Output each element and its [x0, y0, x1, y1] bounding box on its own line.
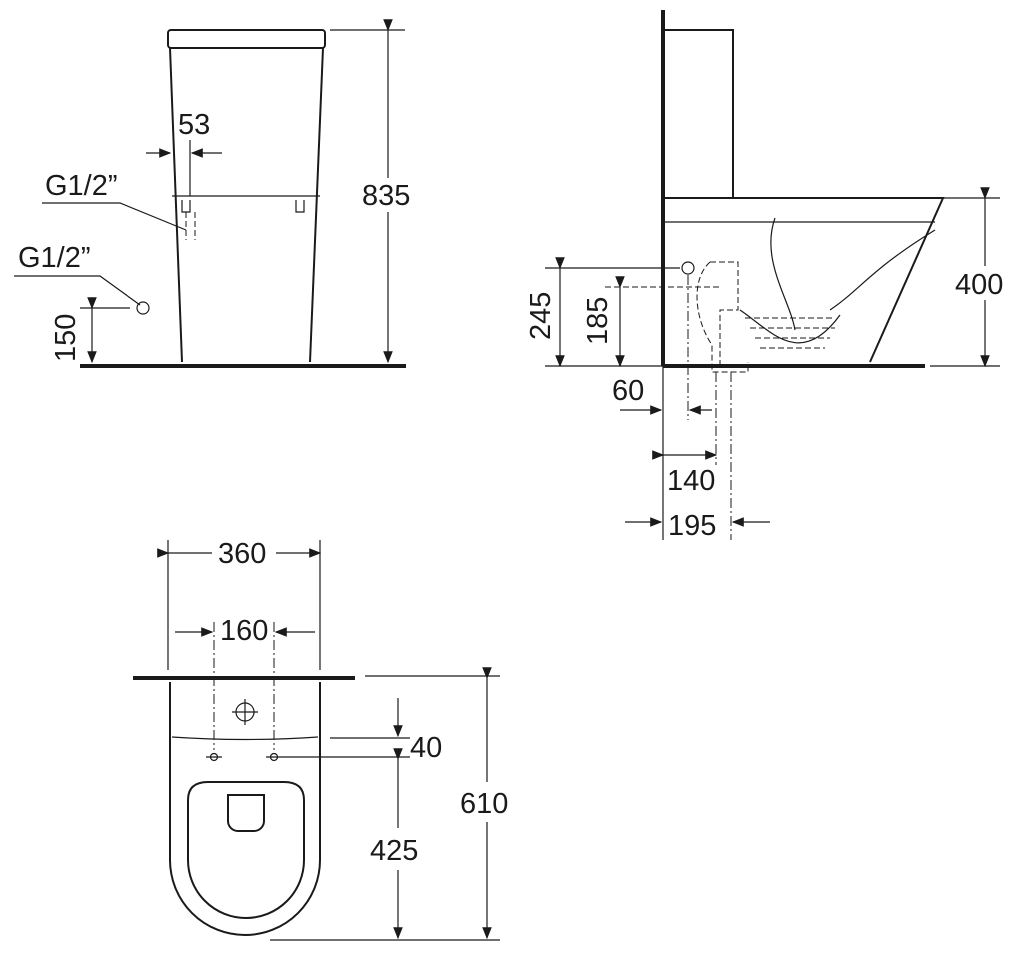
flush-button	[227, 794, 265, 832]
dim-outlet-lower: 185	[582, 297, 614, 345]
water-inlet-icon	[136, 301, 150, 315]
dim-inlet-height: 150	[50, 314, 82, 362]
label-inlet-thread-tank: G1/2”	[45, 170, 118, 202]
dim-fixing-offset: 40	[410, 732, 442, 764]
dim-60: 60	[612, 375, 644, 407]
side-inlet-icon	[681, 261, 695, 275]
dim-seat-height: 400	[955, 269, 1003, 301]
dim-outlet-upper: 245	[525, 292, 557, 340]
tank-lid	[167, 29, 326, 49]
dim-fixing-to-front: 425	[370, 835, 418, 867]
dim-depth: 610	[460, 788, 508, 820]
top-body	[169, 682, 321, 936]
side-tank	[665, 29, 734, 198]
dim-width: 360	[218, 538, 266, 570]
side-view: 400 245 185 60 140 195	[525, 10, 1003, 542]
dim-195: 195	[668, 510, 716, 542]
top-view: 360 160 40 425 610	[133, 538, 508, 941]
front-body	[169, 47, 324, 363]
label-inlet-thread-wall: G1/2”	[18, 242, 91, 274]
front-view: 835 53 G1/2” G1/2” 150	[14, 19, 410, 368]
dim-height-total: 835	[362, 180, 410, 212]
seat-outline	[187, 781, 305, 919]
tank-bolt-icon	[181, 200, 305, 213]
dim-inlet-offset: 53	[178, 109, 210, 141]
dim-140: 140	[667, 465, 715, 497]
dim-fixing-spacing: 160	[220, 615, 268, 647]
